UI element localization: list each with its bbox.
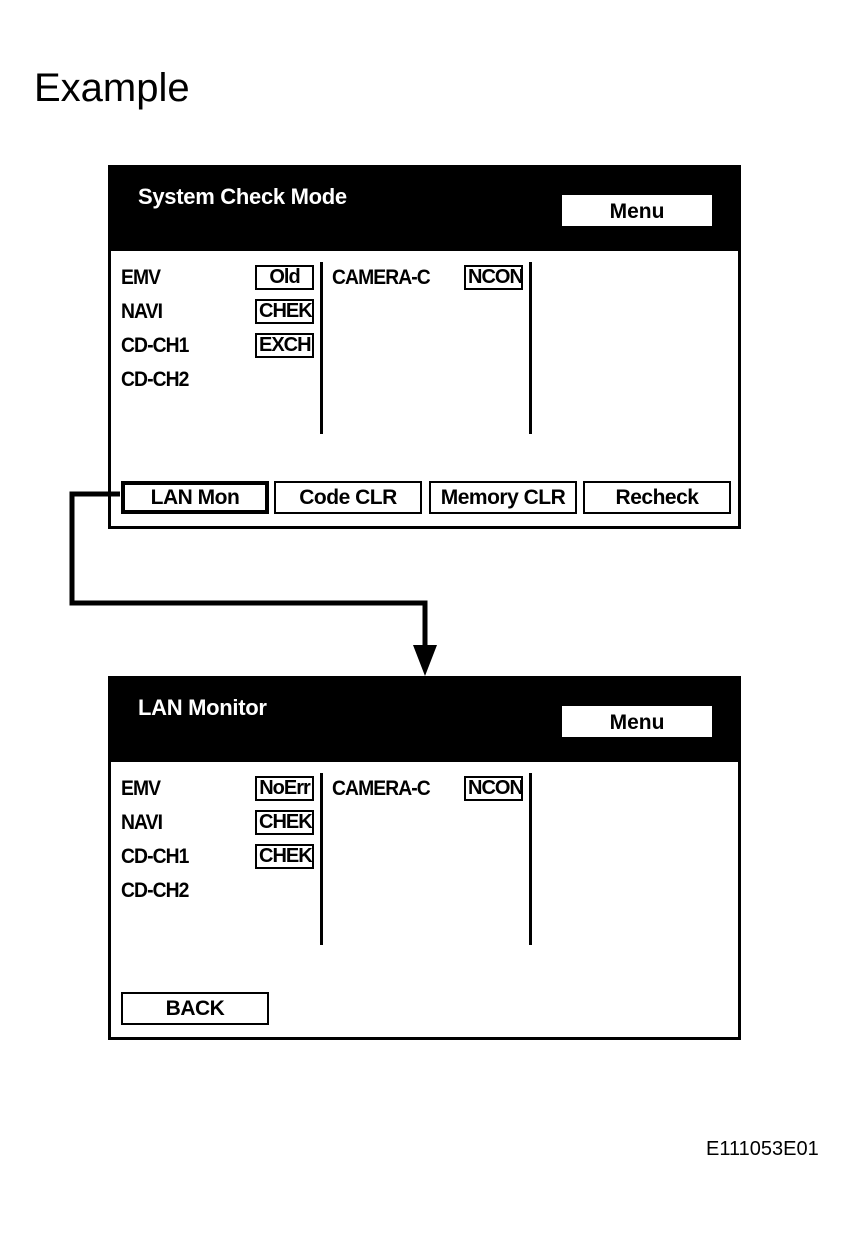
status-badge-camera-c[interactable]: NCON	[464, 776, 524, 801]
screen-title: LAN Monitor	[138, 695, 267, 720]
arrow-head-icon	[413, 645, 437, 676]
device-label-emv: EMV	[121, 266, 161, 289]
device-label-cd-ch2: CD-CH2	[121, 879, 189, 902]
figure-code: E111053E01	[706, 1138, 819, 1160]
lan-monitor-screen: LAN Monitor Menu EMV NAVI CD-CH1 CD-CH2 …	[108, 676, 741, 1040]
example-heading: Example	[34, 66, 190, 110]
title-bar: System Check Mode Menu	[111, 168, 738, 251]
status-badge-navi[interactable]: CHEK	[255, 810, 314, 835]
arrow-path	[69, 491, 428, 648]
recheck-button[interactable]: Recheck	[583, 481, 731, 514]
lan-mon-button[interactable]: LAN Mon	[121, 481, 269, 514]
column-divider	[320, 773, 323, 945]
device-label-cd-ch2: CD-CH2	[121, 368, 189, 391]
column-divider	[320, 262, 323, 434]
status-badge-cd-ch1[interactable]: CHEK	[255, 844, 314, 869]
device-label-cd-ch1: CD-CH1	[121, 334, 189, 357]
column-divider	[529, 773, 532, 945]
back-button[interactable]: BACK	[121, 992, 269, 1025]
title-bar: LAN Monitor Menu	[111, 679, 738, 762]
screen-title: System Check Mode	[138, 184, 347, 209]
device-label-navi: NAVI	[121, 811, 163, 834]
device-label-navi: NAVI	[121, 300, 163, 323]
device-label-camera-c: CAMERA-C	[332, 777, 431, 800]
system-check-mode-screen: System Check Mode Menu EMV NAVI CD-CH1 C…	[108, 165, 741, 529]
status-badge-emv[interactable]: NoErr	[255, 776, 314, 801]
device-label-emv: EMV	[121, 777, 161, 800]
menu-button[interactable]: Menu	[561, 194, 713, 227]
memory-clr-button[interactable]: Memory CLR	[429, 481, 577, 514]
device-label-camera-c: CAMERA-C	[332, 266, 431, 289]
status-badge-navi[interactable]: CHEK	[255, 299, 314, 324]
status-badge-camera-c[interactable]: NCON	[464, 265, 524, 290]
column-divider	[529, 262, 532, 434]
code-clr-button[interactable]: Code CLR	[274, 481, 422, 514]
device-label-cd-ch1: CD-CH1	[121, 845, 189, 868]
menu-button[interactable]: Menu	[561, 705, 713, 738]
status-badge-emv[interactable]: Old	[255, 265, 314, 290]
status-badge-cd-ch1[interactable]: EXCH	[255, 333, 314, 358]
